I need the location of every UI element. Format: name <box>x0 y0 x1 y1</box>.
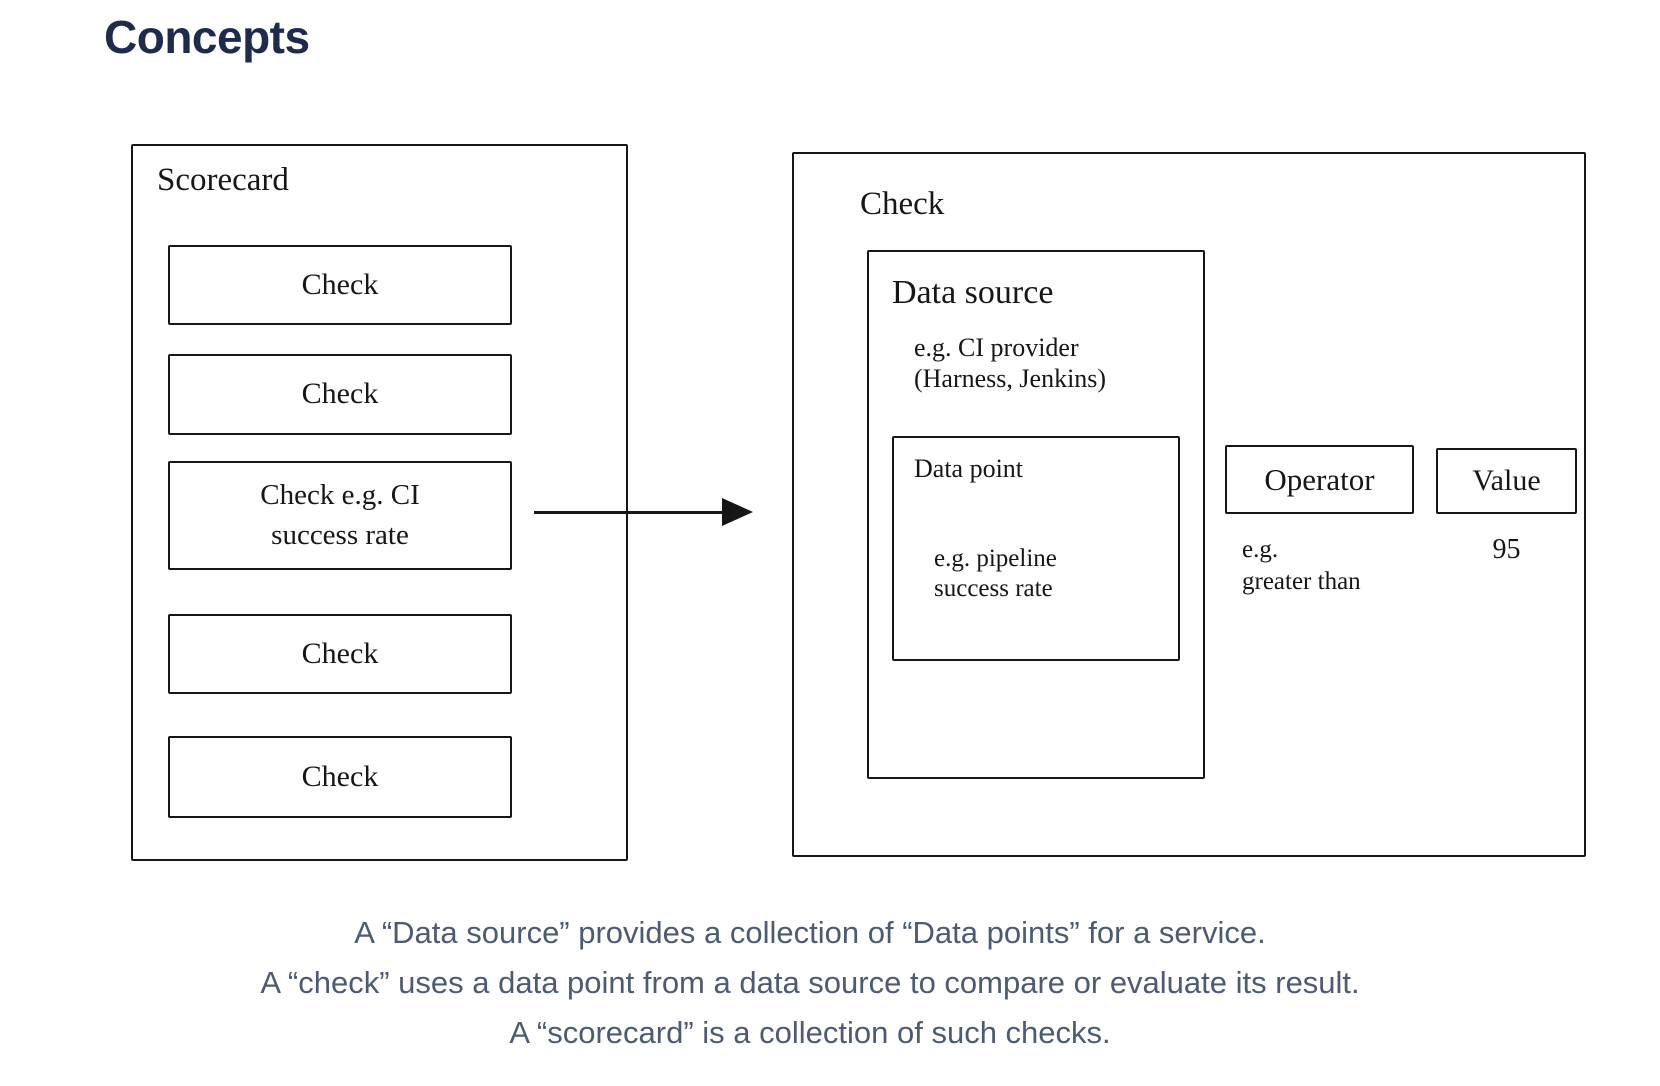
scorecard-box: Scorecard Check Check Check e.g. CI succ… <box>131 144 628 861</box>
caption-line-scorecard: A “scorecard” is a collection of such ch… <box>509 1015 1111 1050</box>
scorecard-check-item-2: Check <box>168 354 512 435</box>
data-source-box: Data source e.g. CI provider (Harness, J… <box>867 250 1205 779</box>
scorecard-check-item-5-label: Check <box>301 759 379 793</box>
connector-arrow-line <box>534 511 724 514</box>
caption-line-check: A “check” uses a data point from a data … <box>260 965 1360 1000</box>
value-label: Value <box>1472 464 1541 497</box>
page-title: Concepts <box>104 11 310 63</box>
data-source-example-text: e.g. CI provider (Harness, Jenkins) <box>914 333 1107 393</box>
value-example-text: 95 <box>1492 534 1521 565</box>
scorecard-check-item-4-label: Check <box>301 636 379 670</box>
operator-label: Operator <box>1264 461 1375 497</box>
scorecard-check-item-1: Check <box>168 245 512 325</box>
connector-arrow-head-icon <box>722 498 753 526</box>
scorecard-check-item-5: Check <box>168 736 512 818</box>
scorecard-label: Scorecard <box>157 162 289 198</box>
scorecard-check-item-ci-success-rate: Check e.g. CI success rate <box>168 461 512 570</box>
data-point-label: Data point <box>914 454 1024 483</box>
scorecard-check-item-1-label: Check <box>301 267 379 301</box>
data-point-box: Data point e.g. pipeline success rate <box>892 436 1180 661</box>
caption-block: A “Data source” provides a collection of… <box>0 908 1620 1058</box>
check-detail-label: Check <box>860 186 945 222</box>
operator-example-text: e.g. greater than <box>1242 536 1361 595</box>
data-source-label: Data source <box>892 274 1054 311</box>
data-point-example-text: e.g. pipeline success rate <box>934 545 1057 602</box>
value-box: Value <box>1436 448 1577 514</box>
operator-box: Operator <box>1225 445 1414 514</box>
scorecard-check-item-ci-success-rate-label: Check e.g. CI success rate <box>260 479 420 551</box>
scorecard-check-item-4: Check <box>168 614 512 694</box>
check-detail-box: Check Data source e.g. CI provider (Harn… <box>792 152 1586 857</box>
caption-line-data-source: A “Data source” provides a collection of… <box>354 915 1266 950</box>
scorecard-check-item-2-label: Check <box>301 377 379 411</box>
